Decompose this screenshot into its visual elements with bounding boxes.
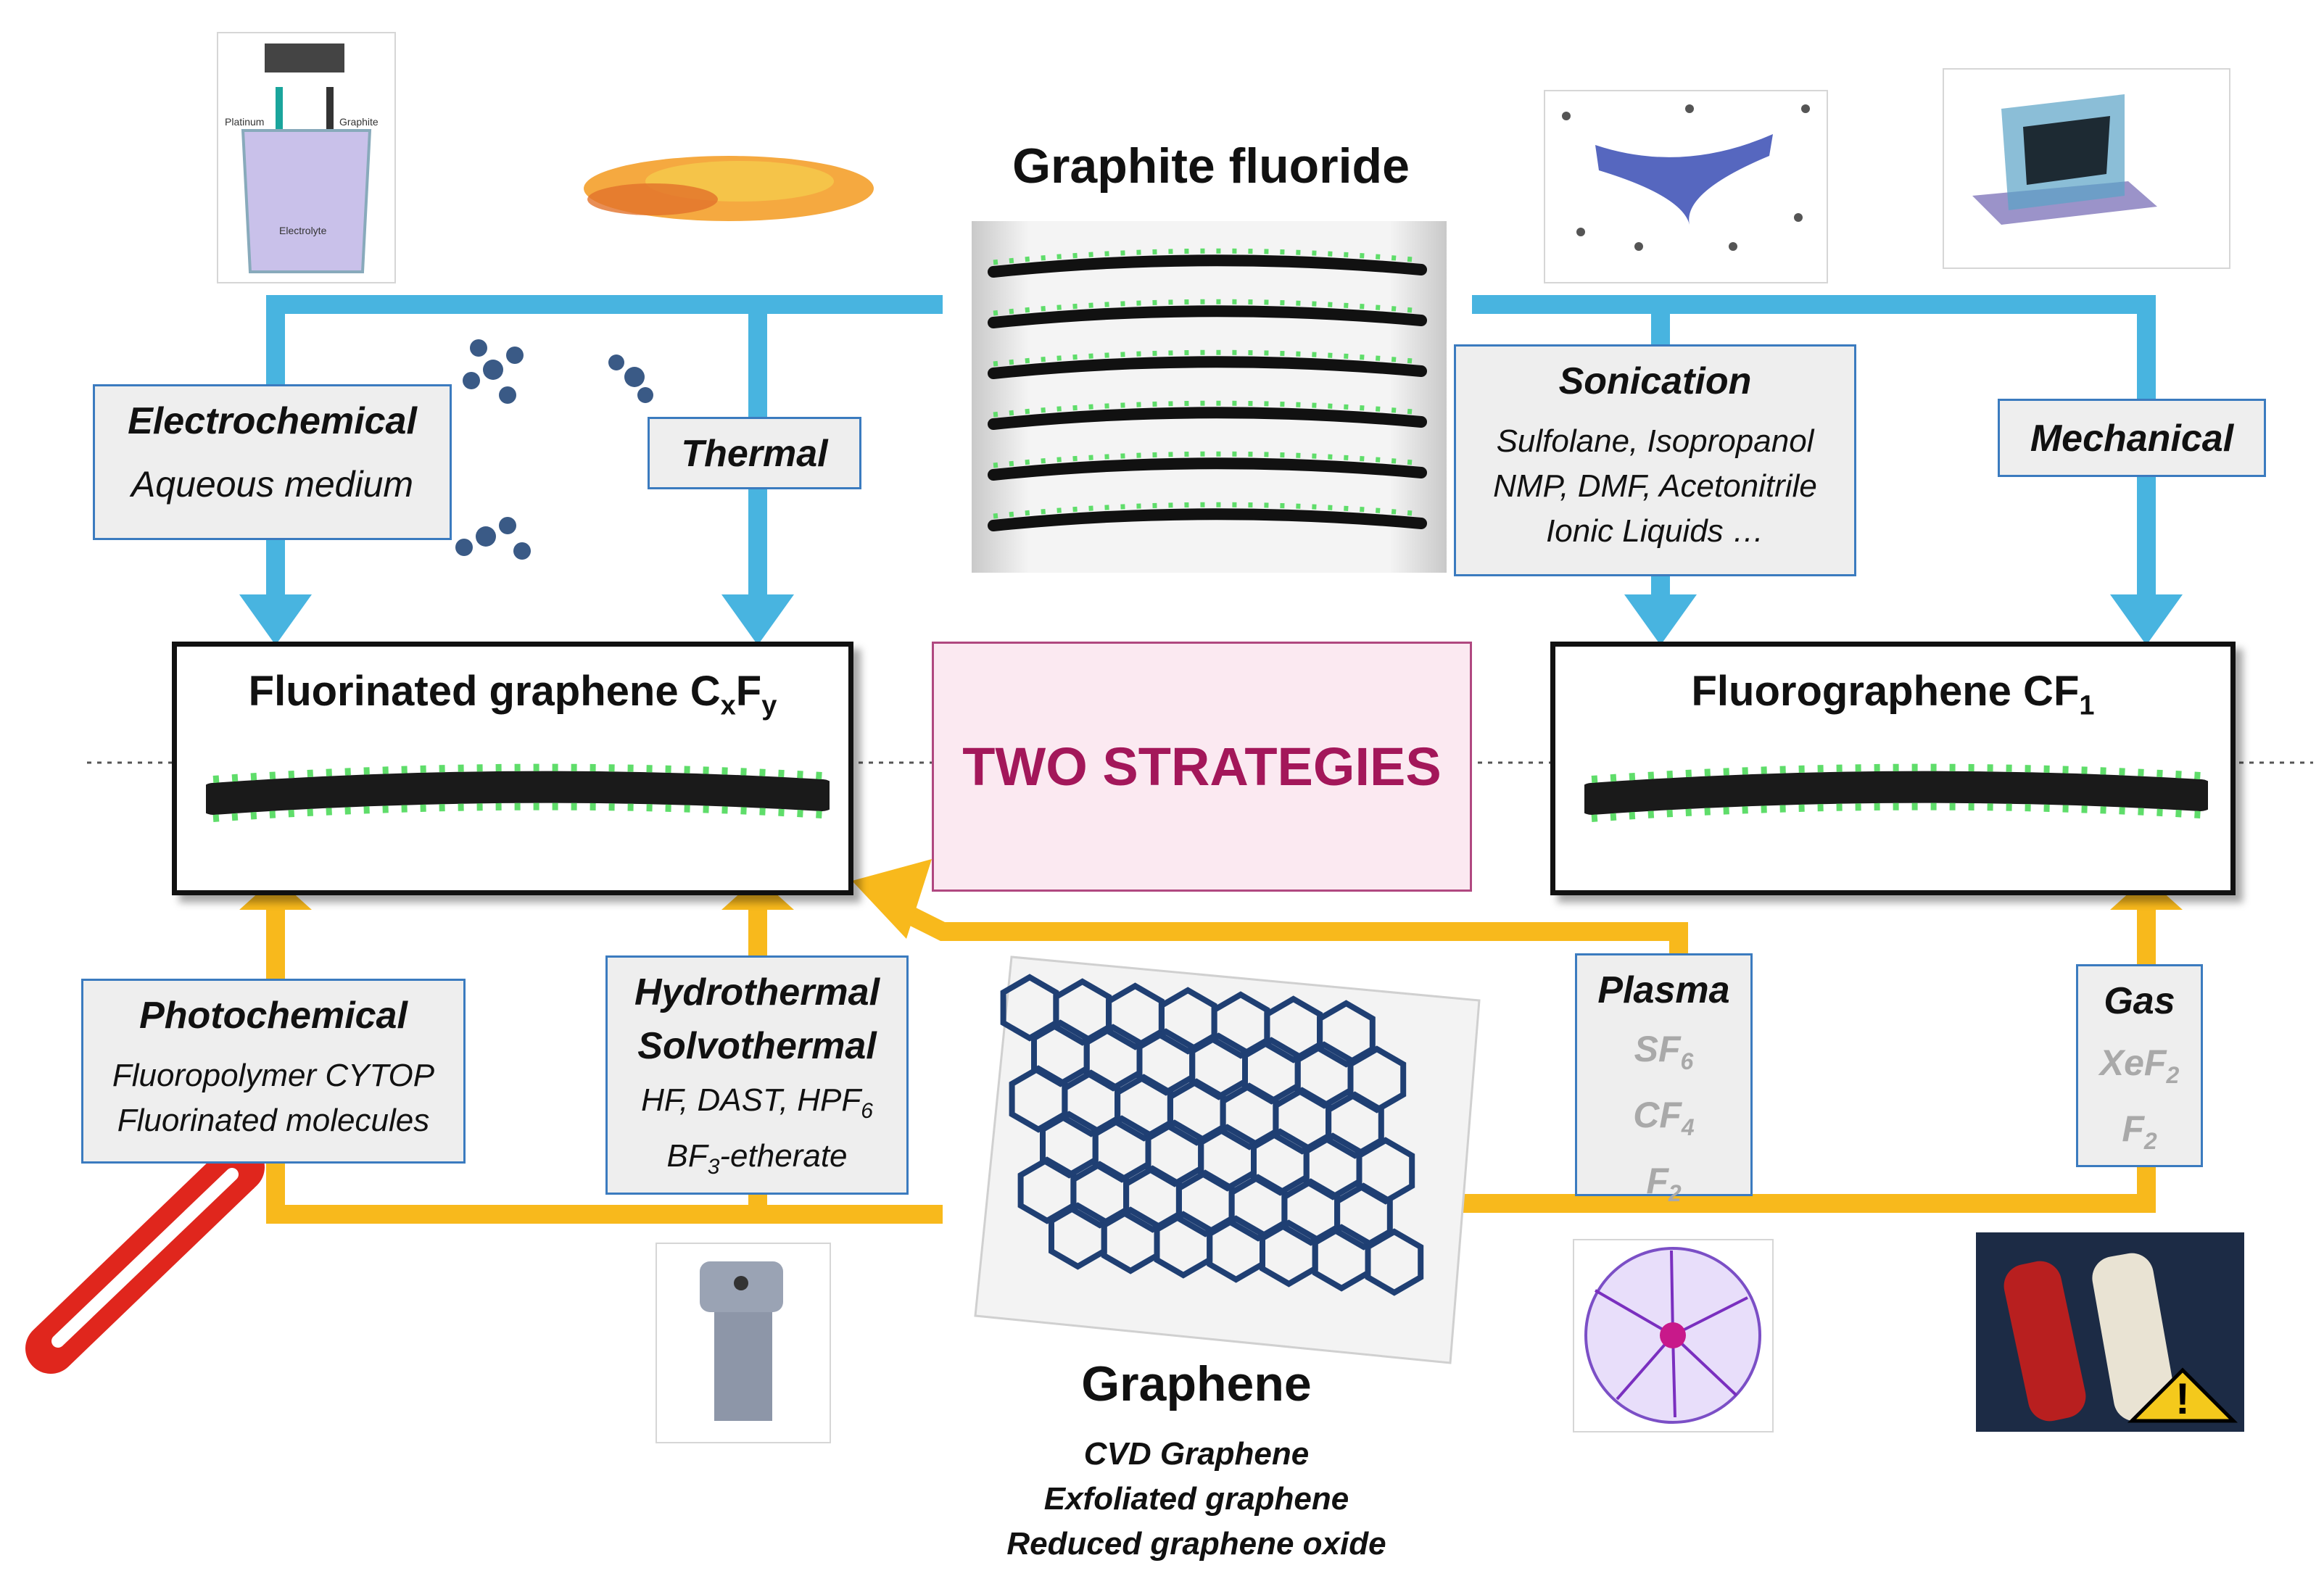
hydrothermal-detail-2: BF3-etherate xyxy=(608,1134,906,1190)
hydrothermal-detail-1: HF, DAST, HPF6 xyxy=(608,1078,906,1134)
fluorinated-graphene-sheet xyxy=(206,763,830,822)
graphene-source-rgo: Reduced graphene oxide xyxy=(1006,1526,1386,1562)
xef2-b: 2 xyxy=(2166,1062,2180,1088)
fluorinated-graphene-box: Fluorinated graphene CxFy xyxy=(172,642,853,895)
fg-mid: F xyxy=(735,668,762,715)
graphite-fluoride-title: Graphite fluoride xyxy=(1012,138,1410,194)
sonication-image xyxy=(1544,90,1828,283)
gas-label: Gas XeF2 F2 xyxy=(2076,964,2203,1167)
hydro-detail-2c: -etherate xyxy=(719,1137,848,1174)
svg-text:!: ! xyxy=(2175,1374,2190,1423)
hydro-detail-2b: 3 xyxy=(707,1154,720,1179)
fluorographene-title: Fluorographene CF1 xyxy=(1555,667,2230,722)
hydro-detail-1a: HF, DAST, HPF xyxy=(641,1082,861,1118)
fg-sub-x: x xyxy=(720,690,736,721)
photochemical-detail-1: Fluoropolymer CYTOP xyxy=(112,1058,435,1093)
gas-cylinders-image: ! xyxy=(1976,1232,2244,1432)
plasma-title: Plasma xyxy=(1597,969,1730,1011)
thermal-label: Thermal xyxy=(648,417,861,489)
cf4-a: CF xyxy=(1633,1095,1682,1135)
fg-name: Fluorinated graphene C xyxy=(248,668,721,715)
mechanical-title: Mechanical xyxy=(2030,418,2234,460)
sonication-detail-1: Sulfolane, Isopropanol xyxy=(1496,423,1814,459)
solvothermal-title: Solvothermal xyxy=(637,1025,877,1067)
cf4-b: 4 xyxy=(1681,1114,1695,1140)
gas-f2: F2 xyxy=(2078,1102,2201,1168)
mechanical-exfoliation-image xyxy=(1943,68,2230,269)
fluorographene-box: Fluorographene CF1 xyxy=(1550,642,2236,895)
cf-sub: 1 xyxy=(2079,690,2095,721)
gas-title: Gas xyxy=(2104,980,2175,1022)
hydro-detail-1b: 6 xyxy=(861,1098,873,1123)
electrochemical-cell-image xyxy=(217,32,396,283)
fluorinated-graphene-title: Fluorinated graphene CxFy xyxy=(177,667,848,722)
blue-arrowheads xyxy=(239,594,2183,645)
sonication-label: Sonication Sulfolane, Isopropanol NMP, D… xyxy=(1454,344,1856,576)
hydrothermal-title: Hydrothermal xyxy=(634,971,880,1013)
electrochemical-title: Electrochemical xyxy=(128,400,417,442)
plasma-label: Plasma SF6 CF4 F2 xyxy=(1575,953,1753,1206)
laser-arrow-image xyxy=(25,1131,265,1374)
thermal-title: Thermal xyxy=(681,433,828,475)
photochemical-label: Photochemical Fluoropolymer CYTOP Fluori… xyxy=(81,979,466,1164)
gas-xef2: XeF2 xyxy=(2078,1036,2201,1102)
graphene-sources: CVD Graphene Exfoliated graphene Reduced… xyxy=(950,1432,1443,1567)
graphene-source-cvd: CVD Graphene xyxy=(1083,1436,1310,1472)
xef2-a: XeF xyxy=(2099,1042,2167,1083)
hydro-detail-2a: BF xyxy=(666,1137,708,1174)
graphene-hexagon xyxy=(1365,1228,1424,1296)
sf6-b: 6 xyxy=(1680,1048,1694,1074)
autoclave-image xyxy=(656,1243,831,1443)
gas-f2-a: F xyxy=(2122,1108,2144,1149)
plasma-ball-image xyxy=(1573,1239,1774,1432)
sf6-a: SF xyxy=(1634,1029,1681,1069)
electrolyte-label: Electrolyte xyxy=(279,225,327,236)
electrochemical-label: Electrochemical Aqueous medium xyxy=(93,384,452,540)
fluorinated-molecules-image xyxy=(455,339,653,560)
graphene-image xyxy=(974,955,1481,1364)
graphite-fluoride-image xyxy=(972,221,1447,573)
f2-b: 2 xyxy=(1668,1180,1682,1206)
electrochemical-detail: Aqueous medium xyxy=(131,464,414,505)
gas-f2-b: 2 xyxy=(2143,1128,2157,1154)
graphene-title: Graphene xyxy=(1081,1356,1312,1411)
plasma-gas-f2: F2 xyxy=(1577,1154,1750,1220)
platinum-electrode-label: Platinum xyxy=(225,116,265,128)
sonication-title: Sonication xyxy=(1558,360,1752,402)
sonication-detail-2: NMP, DMF, Acetonitrile xyxy=(1493,468,1817,504)
photochemical-detail-2: Fluorinated molecules xyxy=(117,1103,430,1138)
photochemical-title: Photochemical xyxy=(139,995,408,1037)
sonication-detail-3: Ionic Liquids … xyxy=(1546,513,1764,549)
plasma-gas-cf4: CF4 xyxy=(1577,1088,1750,1154)
hydrothermal-label: Hydrothermal Solvothermal HF, DAST, HPF6… xyxy=(605,955,909,1195)
fg-sub-y: y xyxy=(761,690,777,721)
graphene-source-exfoliated: Exfoliated graphene xyxy=(1043,1481,1349,1517)
f2-a: F xyxy=(1646,1161,1668,1201)
two-strategies-label: TWO STRATEGIES xyxy=(962,737,1442,797)
graphite-electrode-label: Graphite xyxy=(339,116,379,128)
plasma-gas-sf6: SF6 xyxy=(1577,1022,1750,1088)
mechanical-label: Mechanical xyxy=(1998,399,2266,477)
fluorographene-sheet xyxy=(1584,763,2208,822)
two-strategies-box: TWO STRATEGIES xyxy=(932,642,1472,892)
thermal-flame-image xyxy=(584,156,874,221)
cf-name: Fluorographene CF xyxy=(1691,668,2080,715)
